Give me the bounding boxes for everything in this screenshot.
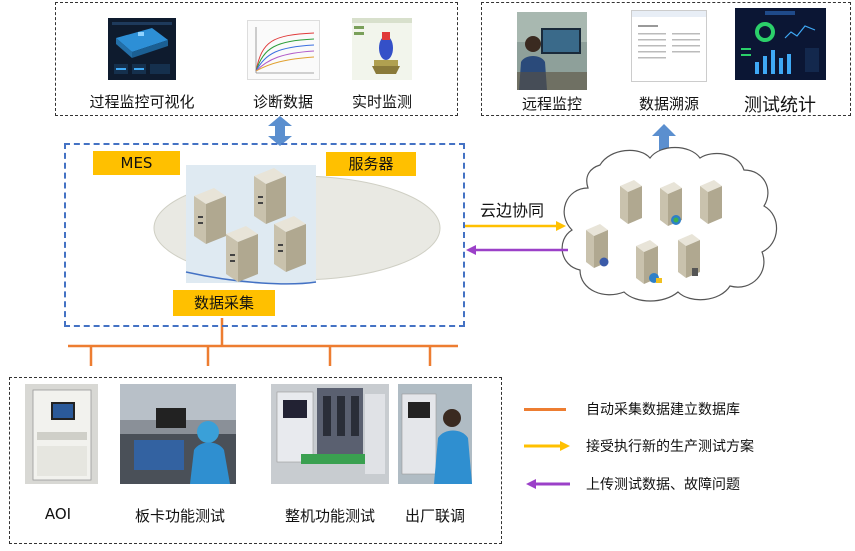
data-traceability-label: 数据溯源 — [638, 95, 699, 113]
edge-server-2-icon — [254, 168, 286, 224]
board-test-label: 板卡功能测试 — [134, 507, 225, 525]
diagnostic-data-thumbnail — [247, 20, 320, 80]
test-statistics-thumbnail — [735, 8, 826, 80]
legend-item-purple: 上传测试数据、故障问题 — [524, 474, 824, 494]
data-traceability-thumbnail — [631, 10, 707, 82]
edge-server-1-icon — [194, 188, 226, 244]
factory-tuning-thumbnail — [398, 384, 472, 484]
cloud-edge-sync-label: 云边协同 — [479, 201, 544, 220]
cloud-server-4-icon — [586, 224, 609, 268]
realtime-monitoring-thumbnail — [352, 18, 412, 80]
test-stations-group — [9, 377, 502, 544]
edge-server-3-icon — [226, 226, 258, 282]
remote-monitoring-label: 远程监控 — [521, 95, 582, 113]
cloud-server-3-icon — [700, 180, 722, 224]
edge-server-zone — [64, 143, 465, 327]
top-left-apps-group — [55, 2, 458, 116]
cloud-server-6-icon — [678, 234, 700, 278]
diagnostic-data-label: 诊断数据 — [252, 93, 313, 111]
factory-tuning-label: 出厂联调 — [404, 507, 465, 525]
legend-yellow-arrow-icon — [524, 441, 570, 451]
mes-tag: MES — [93, 151, 180, 175]
legend-item-orange: 自动采集数据建立数据库 — [524, 399, 824, 419]
system-test-label: 整机功能测试 — [284, 507, 375, 525]
legend-orange-text: 自动采集数据建立数据库 — [586, 402, 740, 418]
top-right-apps-group — [481, 2, 851, 116]
cloud-server-1-icon — [620, 180, 642, 224]
board-test-thumbnail — [120, 384, 236, 484]
remote-monitoring-thumbnail — [517, 12, 587, 90]
legend-purple-text: 上传测试数据、故障问题 — [586, 477, 740, 493]
bidirectional-blue-arrow — [268, 116, 292, 146]
process-visualization-thumbnail — [108, 18, 176, 80]
system-test-thumbnail — [271, 384, 389, 484]
legend-purple-arrow-icon — [526, 479, 570, 489]
aoi-label: AOI — [44, 505, 72, 523]
edge-server-4-icon — [274, 216, 306, 272]
aoi-machine-thumbnail — [25, 384, 98, 484]
legend-orange-line — [524, 408, 566, 411]
server-tag: 服务器 — [326, 152, 416, 176]
data-collection-tag: 数据采集 — [173, 290, 275, 316]
cloud-server-2-icon — [660, 182, 682, 226]
test-statistics-label: 测试统计 — [744, 95, 816, 116]
upload-blue-arrow — [652, 124, 676, 152]
legend-item-yellow: 接受执行新的生产测试方案 — [524, 436, 824, 456]
legend-yellow-text: 接受执行新的生产测试方案 — [586, 439, 754, 455]
realtime-monitoring-label: 实时监测 — [351, 93, 412, 111]
cloud-server-5-icon — [636, 240, 662, 284]
process-visualization-label: 过程监控可视化 — [89, 93, 195, 111]
